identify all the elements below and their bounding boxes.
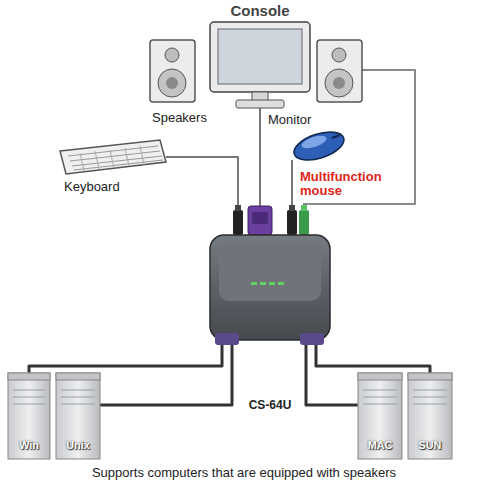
cable-connector [306, 340, 358, 405]
sun-tower [408, 373, 452, 459]
device-label: Multifunction mouse [300, 170, 400, 198]
os-label: SUN [408, 439, 452, 451]
device-label: Keyboard [64, 179, 120, 194]
console-plugs [233, 205, 309, 235]
mac-tower [358, 373, 402, 459]
keyboard-picture [60, 140, 166, 174]
computer-tower: Win [8, 373, 50, 459]
os-label: Unix [56, 439, 100, 451]
monitor-node: Monitor [210, 22, 310, 108]
computer-tower: SUN [408, 373, 452, 459]
diagram-caption: Supports computers that are equipped wit… [0, 465, 488, 480]
win-tower [8, 373, 50, 459]
kvm-switch-node: CS-64U [210, 235, 330, 340]
left-speaker [150, 40, 195, 102]
keyboard-node: Keyboard [60, 140, 166, 174]
computer-tower: MAC [358, 373, 402, 459]
device-label: Monitor [268, 112, 311, 127]
unix-tower [56, 373, 100, 459]
cable-connector [316, 340, 430, 373]
mouse-node: Multifunction mouse [288, 132, 346, 160]
part-label: Speakers [152, 110, 207, 125]
kvm-switch-picture [210, 235, 330, 345]
computer-tower: Unix [56, 373, 100, 459]
cable-connector [29, 340, 222, 373]
cable-connector [166, 157, 238, 235]
mouse-picture [291, 127, 348, 166]
os-label: Win [8, 439, 50, 451]
monitor-picture [210, 22, 310, 108]
model-label: CS-64U [210, 398, 330, 412]
os-label: MAC [358, 439, 402, 451]
cable-connector [100, 340, 232, 405]
right-speaker [317, 40, 362, 102]
diagram-title: Console [160, 2, 360, 19]
